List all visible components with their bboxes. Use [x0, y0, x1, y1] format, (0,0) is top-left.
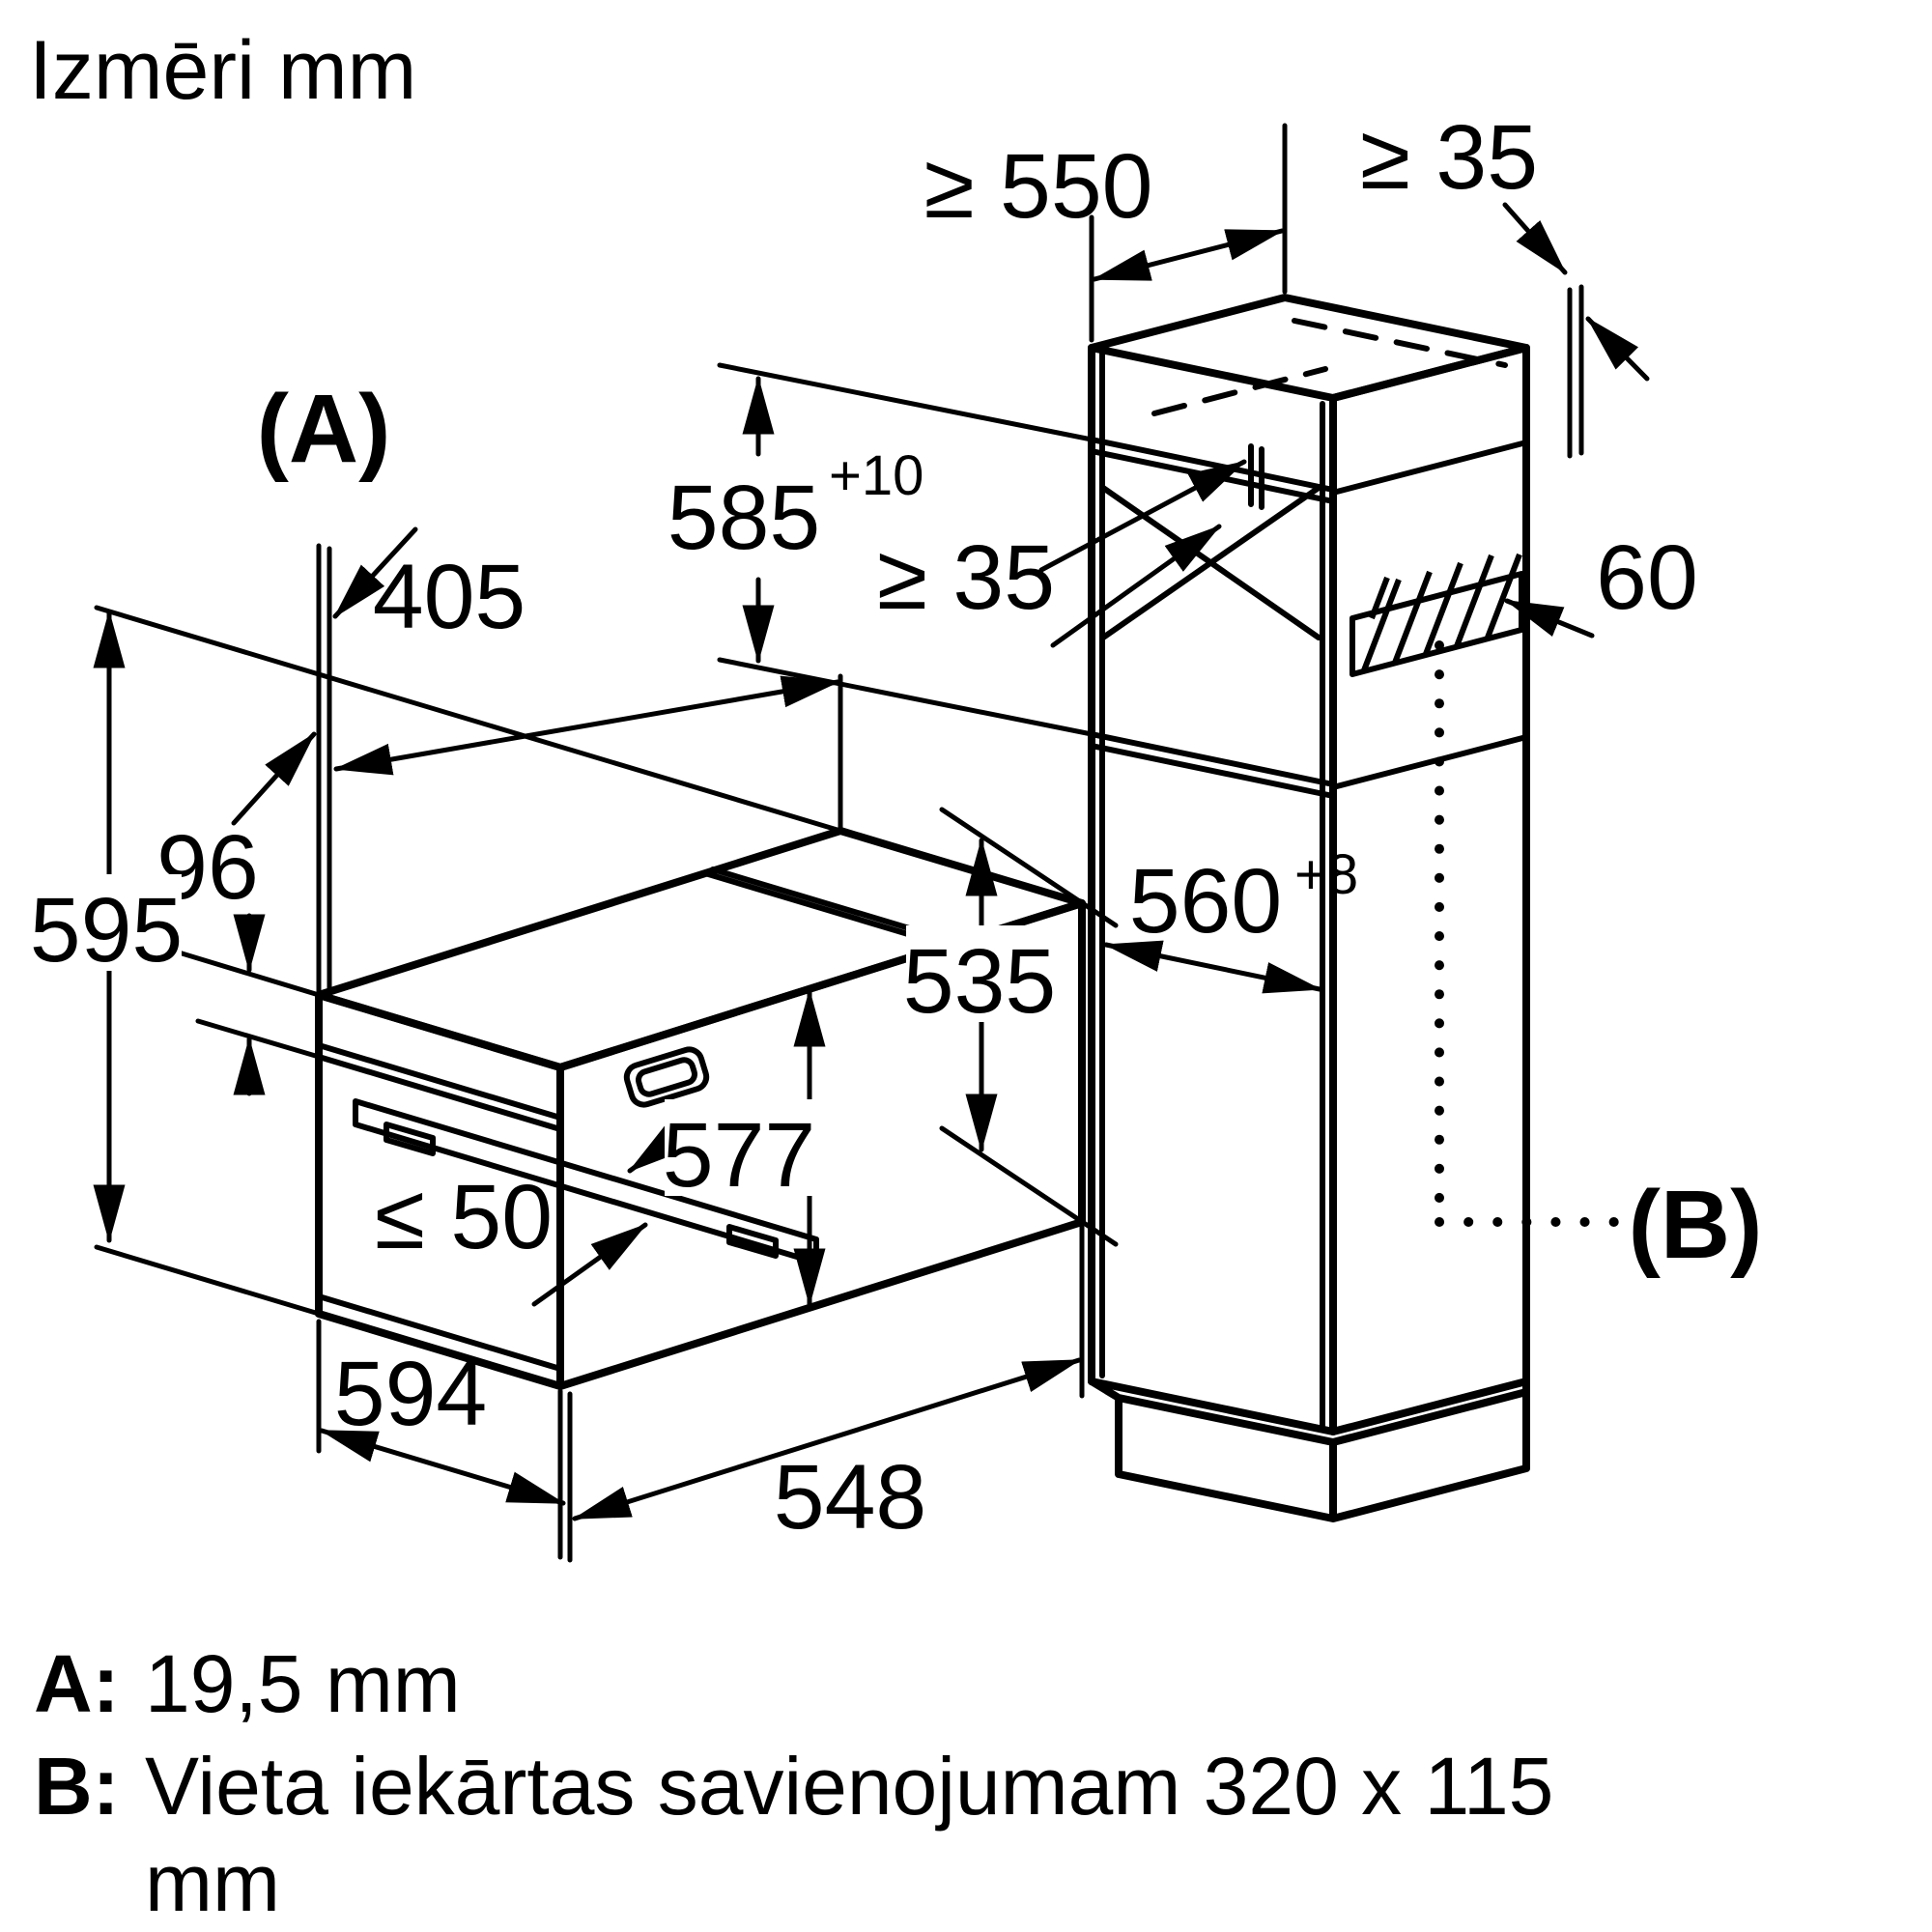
dim-595-label-bg [32, 874, 182, 971]
dim-548-line [572, 1357, 1082, 1521]
legend-a-key: A: [34, 1638, 120, 1729]
cabinet-cross-brace [1100, 485, 1321, 640]
dim-594-line [319, 1428, 566, 1506]
dim-405-line [333, 675, 840, 776]
dim-577-label-bg [665, 1099, 819, 1196]
dim-535-label: 535 [903, 930, 1057, 1033]
dim-60-leader [1504, 598, 1595, 639]
door-thickness-reference-lines [316, 543, 332, 996]
dim-550-label: ≥ 550 [923, 135, 1152, 238]
dim-35-top-leader-1 [1502, 202, 1568, 275]
dim-60-label: 60 [1596, 526, 1698, 629]
door-thickness-leader-1 [332, 526, 418, 619]
oven-control-panel [316, 1042, 563, 1132]
oven-side-grip-outer [623, 1046, 710, 1108]
cabinet-niche-bottom-shelf [1089, 731, 1529, 799]
dim-577-label: 577 [663, 1104, 816, 1207]
cabinet-plinth [1088, 1378, 1530, 1522]
legend: A: 19,5 mm B: Vieta iekārtas savienojuma… [34, 1638, 1553, 1928]
dim-595-extensions [94, 605, 843, 1317]
cabinet-hidden-edges [1151, 318, 1508, 416]
dim-550-line [1092, 228, 1285, 282]
oven-side-grip-inner [635, 1057, 698, 1097]
legend-b-text: Vieta iekārtas savienojumam 320 x 115 [145, 1741, 1553, 1832]
dim-35-back-leader-1 [1038, 459, 1247, 573]
vent-duct-hatching [1361, 553, 1522, 672]
dim-548-label: 548 [774, 1446, 927, 1548]
dim-585-label: 585 [668, 467, 821, 569]
page-title: Izmēri mm [29, 24, 416, 117]
cabinet-top-face [1088, 294, 1530, 402]
dim-35-back-label: ≥ 35 [877, 526, 1055, 629]
dim-535-label-bg [906, 925, 1059, 1022]
legend-a-text: 19,5 mm [145, 1638, 461, 1729]
dim-585-tolerance: +10 [829, 444, 923, 507]
door-thickness-leader-2 [231, 731, 317, 826]
cabinet-side-face [1329, 344, 1530, 1435]
dim-595-label: 595 [30, 879, 184, 981]
connection-locator-dotted-line [1435, 640, 1620, 1227]
dim-35-top-label: ≥ 35 [1360, 106, 1538, 209]
dim-handle-leader-2 [531, 1222, 648, 1307]
oven-door-bottom-line [316, 1293, 563, 1372]
dim-550-extensions [1089, 123, 1288, 343]
dim-560-tolerance: +8 [1294, 843, 1358, 906]
dim-594-label: 594 [334, 1343, 488, 1445]
legend-b-text-wrap: mm [145, 1837, 280, 1928]
label-b: (B) [1629, 1171, 1763, 1279]
dim-35-back-leader-2 [1050, 524, 1222, 648]
label-a: (A) [257, 375, 391, 483]
dim-560-line [1103, 940, 1322, 994]
dim-handle-label: ≤ 50 [375, 1166, 553, 1268]
dim-35-top-leader-2 [1585, 316, 1650, 382]
cabinet-dimensions: ≥ 550 ≥ 35 585 +10 ≥ 35 60 560 +8 (B) [657, 106, 1762, 1279]
dim-560-label: 560 [1129, 850, 1283, 952]
cabinet-front-bottom-edge [1088, 1378, 1337, 1435]
cabinet-back-gap-stub [1248, 443, 1264, 510]
dim-585-label-bg [657, 462, 826, 563]
legend-b-key: B: [34, 1741, 120, 1832]
wall-reference-lines [1567, 284, 1584, 459]
dim-585-extensions [717, 362, 1094, 737]
oven-handle-mounts [384, 1122, 779, 1259]
oven-side-grip [623, 1046, 710, 1108]
dim-405-label: 405 [373, 546, 526, 648]
cabinet-drawing [1088, 284, 1620, 1522]
oven-dimensions: (A) 405 96 595 ≤ 50 577 535 [30, 375, 1119, 1563]
